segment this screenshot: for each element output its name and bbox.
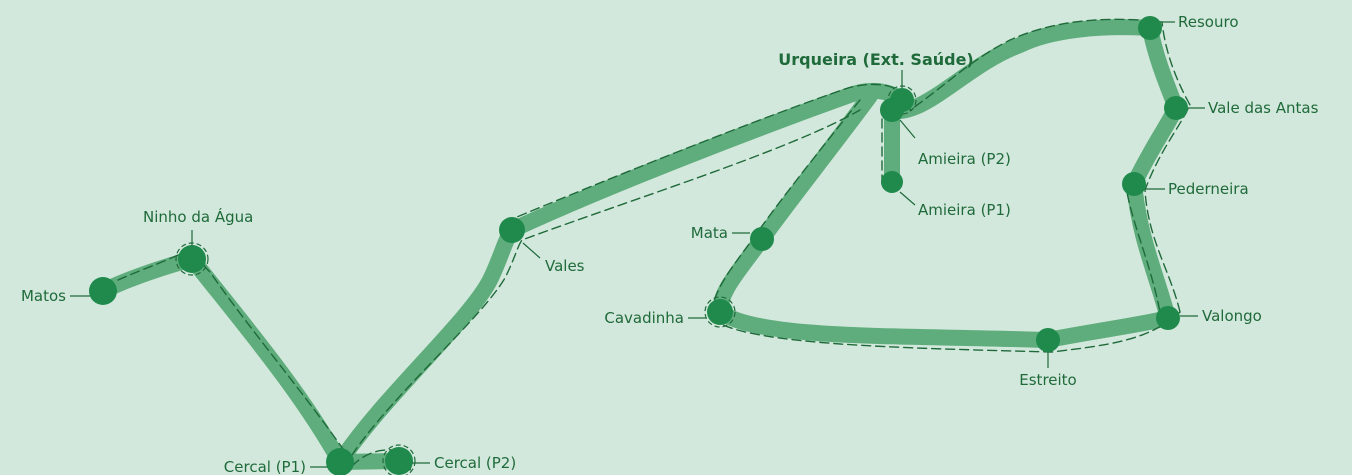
label-matos: Matos (21, 287, 66, 305)
label-resouro: Resouro (1178, 13, 1239, 31)
label-pederneira: Pederneira (1168, 180, 1249, 198)
stop-marker-estreito[interactable] (1036, 328, 1060, 352)
label-leaders (70, 21, 1205, 468)
label-cavadinha: Cavadinha (604, 309, 684, 327)
stop-marker-vale-antas[interactable] (1164, 96, 1188, 120)
label-cercal-p2: Cercal (P2) (434, 454, 516, 472)
stop-marker-resouro[interactable] (1138, 16, 1162, 40)
label-ninho-da-agua: Ninho da Água (143, 207, 253, 226)
stop-marker-amieira-p1[interactable] (881, 171, 903, 193)
label-estreito: Estreito (1019, 371, 1076, 389)
stop-marker-matos[interactable] (89, 277, 117, 305)
label-vales: Vales (545, 257, 585, 275)
route-valongo-resouro (1126, 20, 1184, 326)
route-cavadinha-valongo (712, 304, 1176, 348)
stop-marker-vales[interactable] (499, 217, 525, 243)
stop-marker-cavadinha[interactable] (707, 299, 733, 325)
stop-labels: Matos Ninho da Água Cercal (P1) Cercal (… (21, 13, 1319, 475)
label-vale-das-antas: Vale das Antas (1208, 99, 1319, 117)
label-cercal-p1: Cercal (P1) (224, 458, 306, 475)
stop-marker-amieira-p2[interactable] (880, 98, 904, 122)
route-cercal-vales (332, 222, 520, 470)
stop-marker-ninho[interactable] (178, 245, 206, 273)
stop-marker-mata[interactable] (750, 227, 774, 251)
label-amieira-p1: Amieira (P1) (918, 201, 1011, 219)
route-ninho-cercal (184, 251, 348, 470)
label-mata: Mata (691, 224, 728, 242)
stop-marker-valongo[interactable] (1156, 306, 1180, 330)
route-dashed-outline (117, 18, 1191, 471)
label-valongo: Valongo (1202, 307, 1262, 325)
label-urqueira: Urqueira (Ext. Saúde) (778, 50, 974, 69)
label-amieira-p2: Amieira (P2) (918, 150, 1011, 168)
stop-marker-cercal-p1[interactable] (326, 448, 354, 475)
stop-marker-pederneira[interactable] (1122, 172, 1146, 196)
stop-markers (89, 16, 1188, 475)
stop-marker-cercal-p2[interactable] (385, 447, 413, 475)
